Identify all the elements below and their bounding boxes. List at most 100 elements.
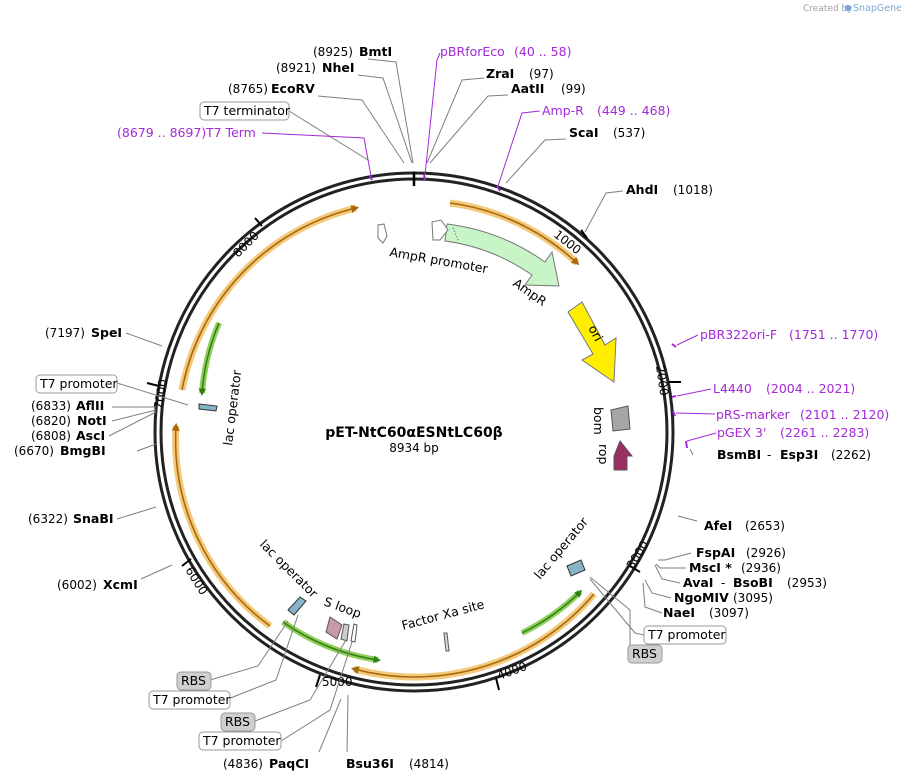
site-asci[interactable]: (6808) AscI xyxy=(31,428,105,443)
site-ahdi-name: AhdI xyxy=(626,182,658,197)
leader-bmgbi xyxy=(136,443,157,452)
boxed-t7-promoter-right[interactable]: T7 promoter xyxy=(643,625,727,645)
boxed-t7-promoter-left[interactable]: T7 promoter xyxy=(35,374,118,394)
site-nhei[interactable]: (8921) NheI xyxy=(276,60,355,75)
site-ahdi[interactable]: AhdI (1018) xyxy=(626,182,713,197)
site-noti-name: NotI xyxy=(77,413,107,428)
primer-pgex[interactable]: pGEX 3' (2261 .. 2283) xyxy=(717,425,869,440)
site-ecorv-pos: (8765) xyxy=(228,82,268,96)
boxed-t7-promoter-bottom-1[interactable]: T7 promoter xyxy=(148,690,231,710)
credit-brand: SnapGene xyxy=(853,3,901,14)
leader-asci xyxy=(108,411,157,437)
site-noti-pos: (6820) xyxy=(31,414,71,428)
site-bmgbi[interactable]: (6670) BmgBI xyxy=(14,443,106,458)
site-msci[interactable]: MscI * (2936) xyxy=(689,560,781,575)
leader-t7promoter-2 xyxy=(280,641,353,742)
site-scai-pos: (537) xyxy=(613,126,645,140)
site-xcmi[interactable]: (6002) XcmI xyxy=(57,577,138,592)
site-avai-sep: - xyxy=(721,576,725,590)
primer-pbrforeco[interactable]: pBRforEco (40 .. 58) xyxy=(440,44,571,59)
site-scai[interactable]: ScaI (537) xyxy=(569,125,645,140)
leader-lines xyxy=(108,58,698,753)
bom-feature xyxy=(610,405,631,432)
boxed-rbs-bottom-1[interactable]: RBS xyxy=(176,671,212,691)
primer-t7term[interactable]: (8679 .. 8697) T7 Term xyxy=(117,125,256,140)
leader-zrai xyxy=(426,77,485,164)
primer-mark-pbr322ori xyxy=(671,343,677,348)
leader-snabi xyxy=(116,506,157,520)
site-paqci[interactable]: (4836) PaqCI xyxy=(223,756,309,771)
primer-leader-prs xyxy=(675,412,716,415)
tick-6000 xyxy=(181,558,192,567)
boxed-labels: T7 terminator T7 promoter T7 promoter RB… xyxy=(35,101,727,751)
primer-leader-pbr322ori xyxy=(676,334,699,346)
site-spei[interactable]: (7197) SpeI xyxy=(45,325,122,340)
site-bsmbi[interactable]: BsmBI - Esp3I (2262) xyxy=(717,447,871,462)
site-bmti[interactable]: (8925) BmtI xyxy=(313,44,392,59)
site-bmgbi-name: BmgBI xyxy=(60,443,106,458)
tick-label-7000: 7000 xyxy=(151,378,170,411)
site-avai-pos: (2953) xyxy=(787,576,827,590)
site-xcmi-pos: (6002) xyxy=(57,578,97,592)
primer-mark-t7term xyxy=(369,175,373,181)
boxed-rbs-bottom-2[interactable]: RBS xyxy=(220,712,256,732)
credit-prefix: Created by xyxy=(803,4,853,14)
site-aflii[interactable]: (6833) AflII xyxy=(31,398,104,413)
tick-4000 xyxy=(495,677,500,691)
green-arcs xyxy=(198,321,583,664)
tick-label-3000: 3000 xyxy=(624,538,652,571)
site-avai[interactable]: AvaI - BsoBI (2953) xyxy=(683,575,827,590)
site-naei[interactable]: NaeI (3097) xyxy=(663,605,749,620)
leader-nhei xyxy=(357,74,413,164)
boxed-rbs-right[interactable]: RBS xyxy=(627,644,663,664)
green-arc-left xyxy=(199,321,222,394)
site-afei[interactable]: AfeI (2653) xyxy=(704,518,785,533)
site-nhei-name: NheI xyxy=(322,60,355,75)
boxed-t7-terminator-frame xyxy=(199,101,290,121)
rbs-feature xyxy=(340,623,350,642)
primer-l4440[interactable]: L4440 (2004 .. 2021) xyxy=(713,381,855,396)
site-bsmbi-name: BsmBI xyxy=(717,447,761,462)
primer-l4440-name: L4440 xyxy=(713,381,752,396)
boxed-t7-promoter-left-frame xyxy=(35,374,118,394)
boxed-t7-promoter-bottom-1-frame xyxy=(148,690,231,710)
site-asci-pos: (6808) xyxy=(31,429,71,443)
primer-ampr[interactable]: Amp-R (449 .. 468) xyxy=(542,103,670,118)
boxed-t7-promoter-left-text: T7 promoter xyxy=(39,376,118,391)
primer-pbr322ori[interactable]: pBR322ori-F (1751 .. 1770) xyxy=(700,327,878,342)
s-loop-label: S loop xyxy=(322,594,363,621)
boxed-t7-terminator-text: T7 terminator xyxy=(203,103,291,118)
factor-xa-label: Factor Xa site xyxy=(400,596,486,633)
site-ecorv[interactable]: (8765) EcoRV xyxy=(228,81,315,96)
site-fspai[interactable]: FspAI (2926) xyxy=(696,545,786,560)
primer-mark-prs xyxy=(672,410,676,417)
site-spei-name: SpeI xyxy=(91,325,122,340)
boxed-t7-terminator[interactable]: T7 terminator xyxy=(199,101,291,121)
site-ecorv-name: EcoRV xyxy=(271,81,315,96)
rop-label: rop xyxy=(596,444,611,465)
boxed-t7-promoter-right-frame xyxy=(643,625,727,645)
site-bsu36i[interactable]: Bsu36I (4814) xyxy=(346,756,449,771)
site-zrai[interactable]: ZraI (97) xyxy=(486,66,554,81)
orf-arc-bottom-line xyxy=(350,593,595,678)
site-aflii-pos: (6833) xyxy=(31,399,71,413)
site-aatii[interactable]: AatII (99) xyxy=(511,81,586,96)
leader-rbs-2 xyxy=(254,639,347,722)
site-ngomiv[interactable]: NgoMIV (3095) xyxy=(674,590,773,605)
site-noti[interactable]: (6820) NotI xyxy=(31,413,107,428)
primer-prs[interactable]: pRS-marker (2101 .. 2120) xyxy=(716,407,889,422)
primer-mark-ampr xyxy=(496,185,501,192)
site-fspai-name: FspAI xyxy=(696,545,735,560)
leader-t7promoter-1 xyxy=(227,614,299,700)
s-loop-feature xyxy=(325,616,343,640)
boxed-t7-promoter-bottom-1-text: T7 promoter xyxy=(152,692,231,707)
orf-arc-left-line xyxy=(171,422,271,627)
site-bsobi-name: BsoBI xyxy=(733,575,773,590)
leader-ngomiv xyxy=(644,579,672,599)
boxed-t7-promoter-bottom-2[interactable]: T7 promoter xyxy=(198,731,282,751)
t7-terminator-feature xyxy=(377,223,388,244)
site-snabi[interactable]: (6322) SnaBI xyxy=(28,511,114,526)
primer-leader-t7term xyxy=(261,132,372,177)
t7-promoter-feature xyxy=(350,623,358,643)
primer-marks xyxy=(369,174,688,449)
